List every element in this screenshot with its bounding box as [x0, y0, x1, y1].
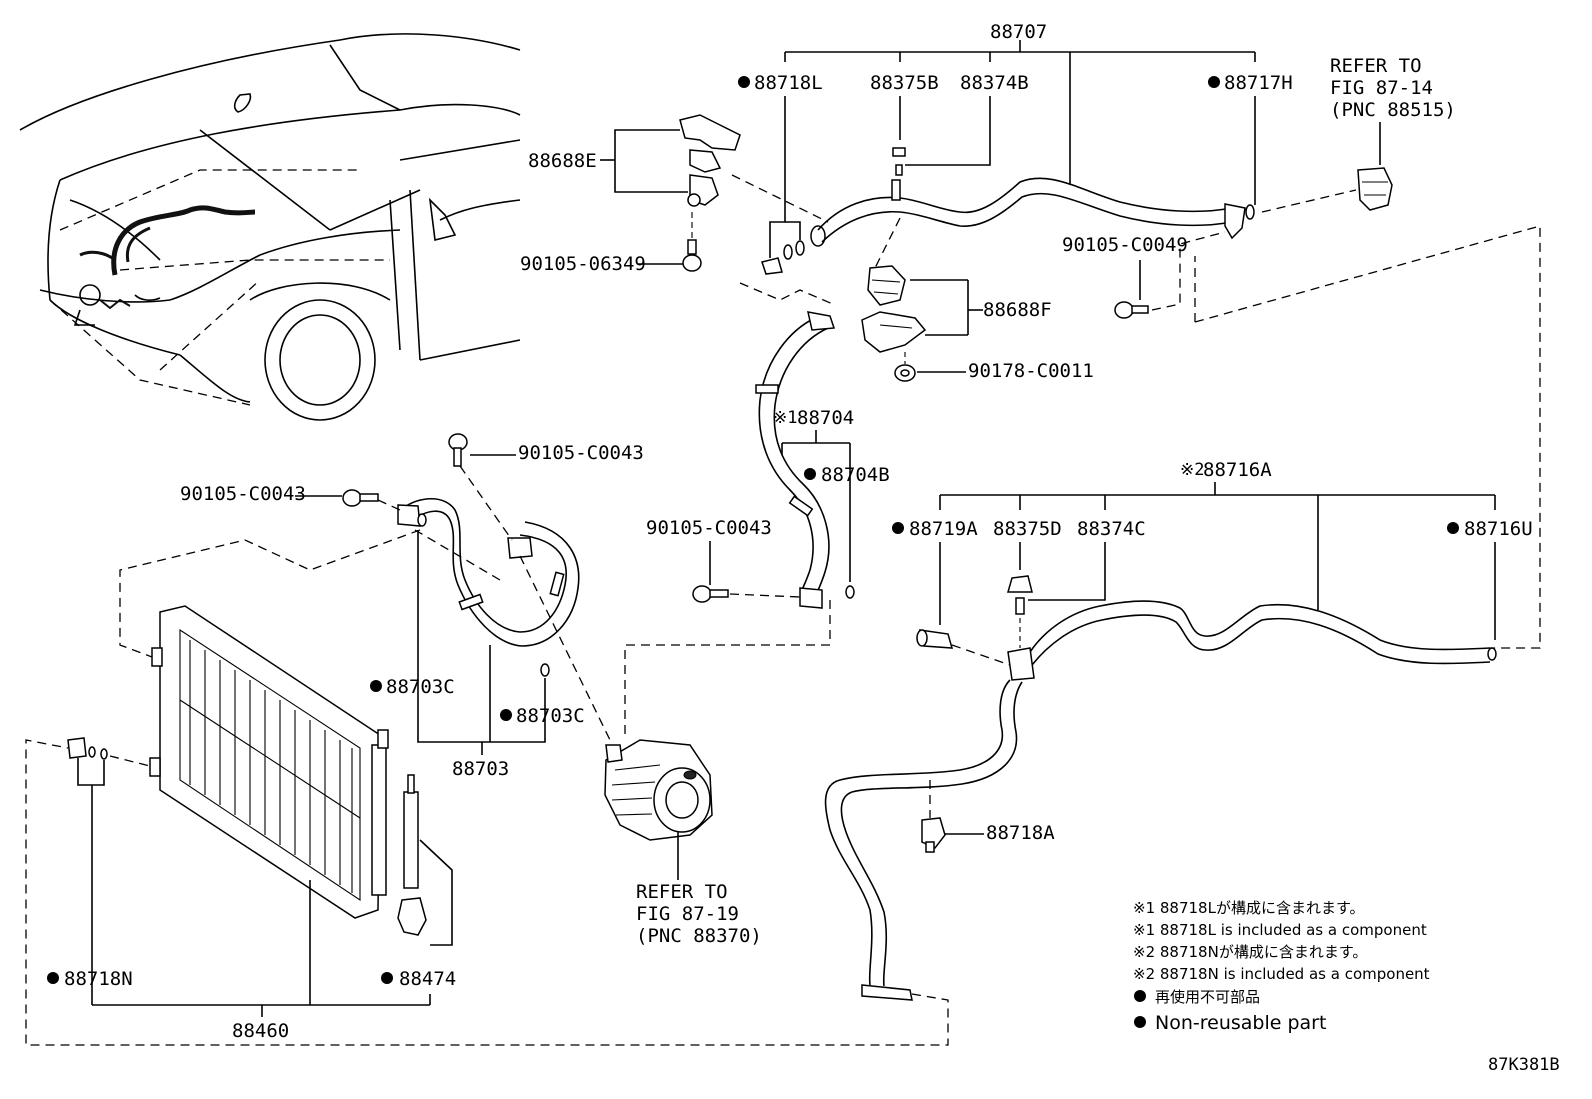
non-reusable-mark: [892, 522, 904, 534]
o-ring-88704B: [845, 585, 855, 599]
label-88688F: 88688F: [983, 299, 1052, 321]
label-88716U: 88716U: [1464, 518, 1533, 540]
label-88704-mark: ※1: [773, 408, 797, 428]
bolt-90105-06349: [682, 239, 702, 272]
label-88374C: 88374C: [1077, 518, 1146, 540]
label-88704B: 88704B: [821, 464, 890, 486]
legend-non-reusable-dot: [1134, 1016, 1146, 1028]
joint-88718N: [67, 737, 108, 760]
non-reusable-mark: [370, 680, 382, 692]
valve-88718A: [921, 817, 946, 853]
nut-90178-C0011: [894, 364, 916, 382]
label-88704: 88704: [797, 407, 854, 429]
leader-88718L: [769, 96, 786, 258]
label-88719A: 88719A: [909, 518, 978, 540]
bolt-90105-C0049: [1114, 301, 1149, 319]
leader-88688E: [614, 129, 680, 160]
bracket-88716A: [939, 482, 1496, 610]
note-3-ja: 再使用不可部品: [1155, 988, 1260, 1006]
label-88460: 88460: [232, 1020, 289, 1042]
label-88703: 88703: [452, 758, 509, 780]
car-illustration: [19, 33, 521, 421]
non-reusable-mark: [804, 468, 816, 480]
refer-fig-87-14-line1: REFER TO: [1330, 55, 1422, 77]
pipe-88716A: [824, 600, 1497, 1001]
sensor-88719A: [916, 629, 954, 649]
figure-code: 87K381B: [1488, 1055, 1560, 1075]
o-rings-88718L: [761, 225, 826, 275]
clamp-88688E: [679, 114, 741, 207]
part-ref-88515: [1357, 167, 1393, 211]
label-88703C-right: 88703C: [516, 705, 585, 727]
label-88716A-mark: ※2: [1180, 460, 1204, 480]
label-88374B: 88374B: [960, 72, 1029, 94]
clamp-88688F: [861, 265, 927, 353]
label-88474: 88474: [399, 968, 456, 990]
label-88703C-left: 88703C: [386, 676, 455, 698]
note-3-en: Non-reusable part: [1155, 1012, 1326, 1034]
leader-88374C: [1028, 542, 1106, 601]
bolt-90105-C0043-left: [342, 489, 379, 507]
non-reusable-mark: [1447, 522, 1459, 534]
non-reusable-mark: [381, 972, 393, 984]
leader-88374B: [905, 96, 991, 166]
label-90105-C0043-mid: 90105-C0043: [646, 517, 772, 539]
refer-fig-87-19-line2: FIG 87-19: [636, 903, 739, 925]
label-90105-C0043-left: 90105-C0043: [180, 483, 306, 505]
o-ring-88703C: [540, 663, 550, 677]
bolt-90105-C0043-top: [448, 433, 468, 467]
valve-core-88374C: [1015, 597, 1025, 615]
hose-88704: [755, 311, 836, 609]
non-reusable-mark: [500, 709, 512, 721]
refer-fig-87-19-line3: (PNC 88370): [636, 925, 762, 947]
refer-fig-87-19-line1: REFER TO: [636, 881, 728, 903]
label-88375B: 88375B: [870, 72, 939, 94]
note-2-en: ※2 88718N is included as a component: [1133, 965, 1430, 983]
label-88717H: 88717H: [1224, 72, 1293, 94]
label-90105-C0049: 90105-C0049: [1062, 234, 1188, 256]
non-reusable-mark: [1208, 76, 1220, 88]
note-1-ja: ※1 88718Lが構成に含まれます。: [1133, 899, 1364, 917]
legend-non-reusable-dot: [1134, 990, 1146, 1002]
hose-88703: [397, 498, 580, 647]
label-88718N: 88718N: [64, 968, 133, 990]
label-88375D: 88375D: [993, 518, 1062, 540]
desiccant-88474: [397, 774, 427, 936]
compressor: [604, 739, 713, 841]
non-reusable-mark: [738, 76, 750, 88]
note-1-en: ※1 88718L is included as a component: [1133, 921, 1427, 939]
label-88716A: 88716A: [1203, 459, 1272, 481]
label-88718A: 88718A: [986, 822, 1055, 844]
note-2-ja: ※2 88718Nが構成に含まれます。: [1133, 943, 1367, 961]
refer-fig-87-14-line2: FIG 87-14: [1330, 77, 1433, 99]
label-90178-C0011: 90178-C0011: [968, 360, 1094, 382]
bracket-88707: [784, 40, 1256, 185]
label-88718L: 88718L: [754, 72, 823, 94]
pipe-88707: [817, 147, 1255, 243]
label-88707: 88707: [990, 21, 1047, 43]
non-reusable-mark: [47, 972, 59, 984]
label-88688E: 88688E: [528, 150, 597, 172]
label-90105-C0043-top: 90105-C0043: [518, 442, 644, 464]
bolt-90105-C0043-mid: [692, 585, 729, 603]
condenser-88460: [149, 605, 389, 919]
cap-88375D: [1007, 575, 1033, 593]
refer-fig-87-14-line3: (PNC 88515): [1330, 99, 1456, 121]
label-90105-06349: 90105-06349: [520, 253, 646, 275]
